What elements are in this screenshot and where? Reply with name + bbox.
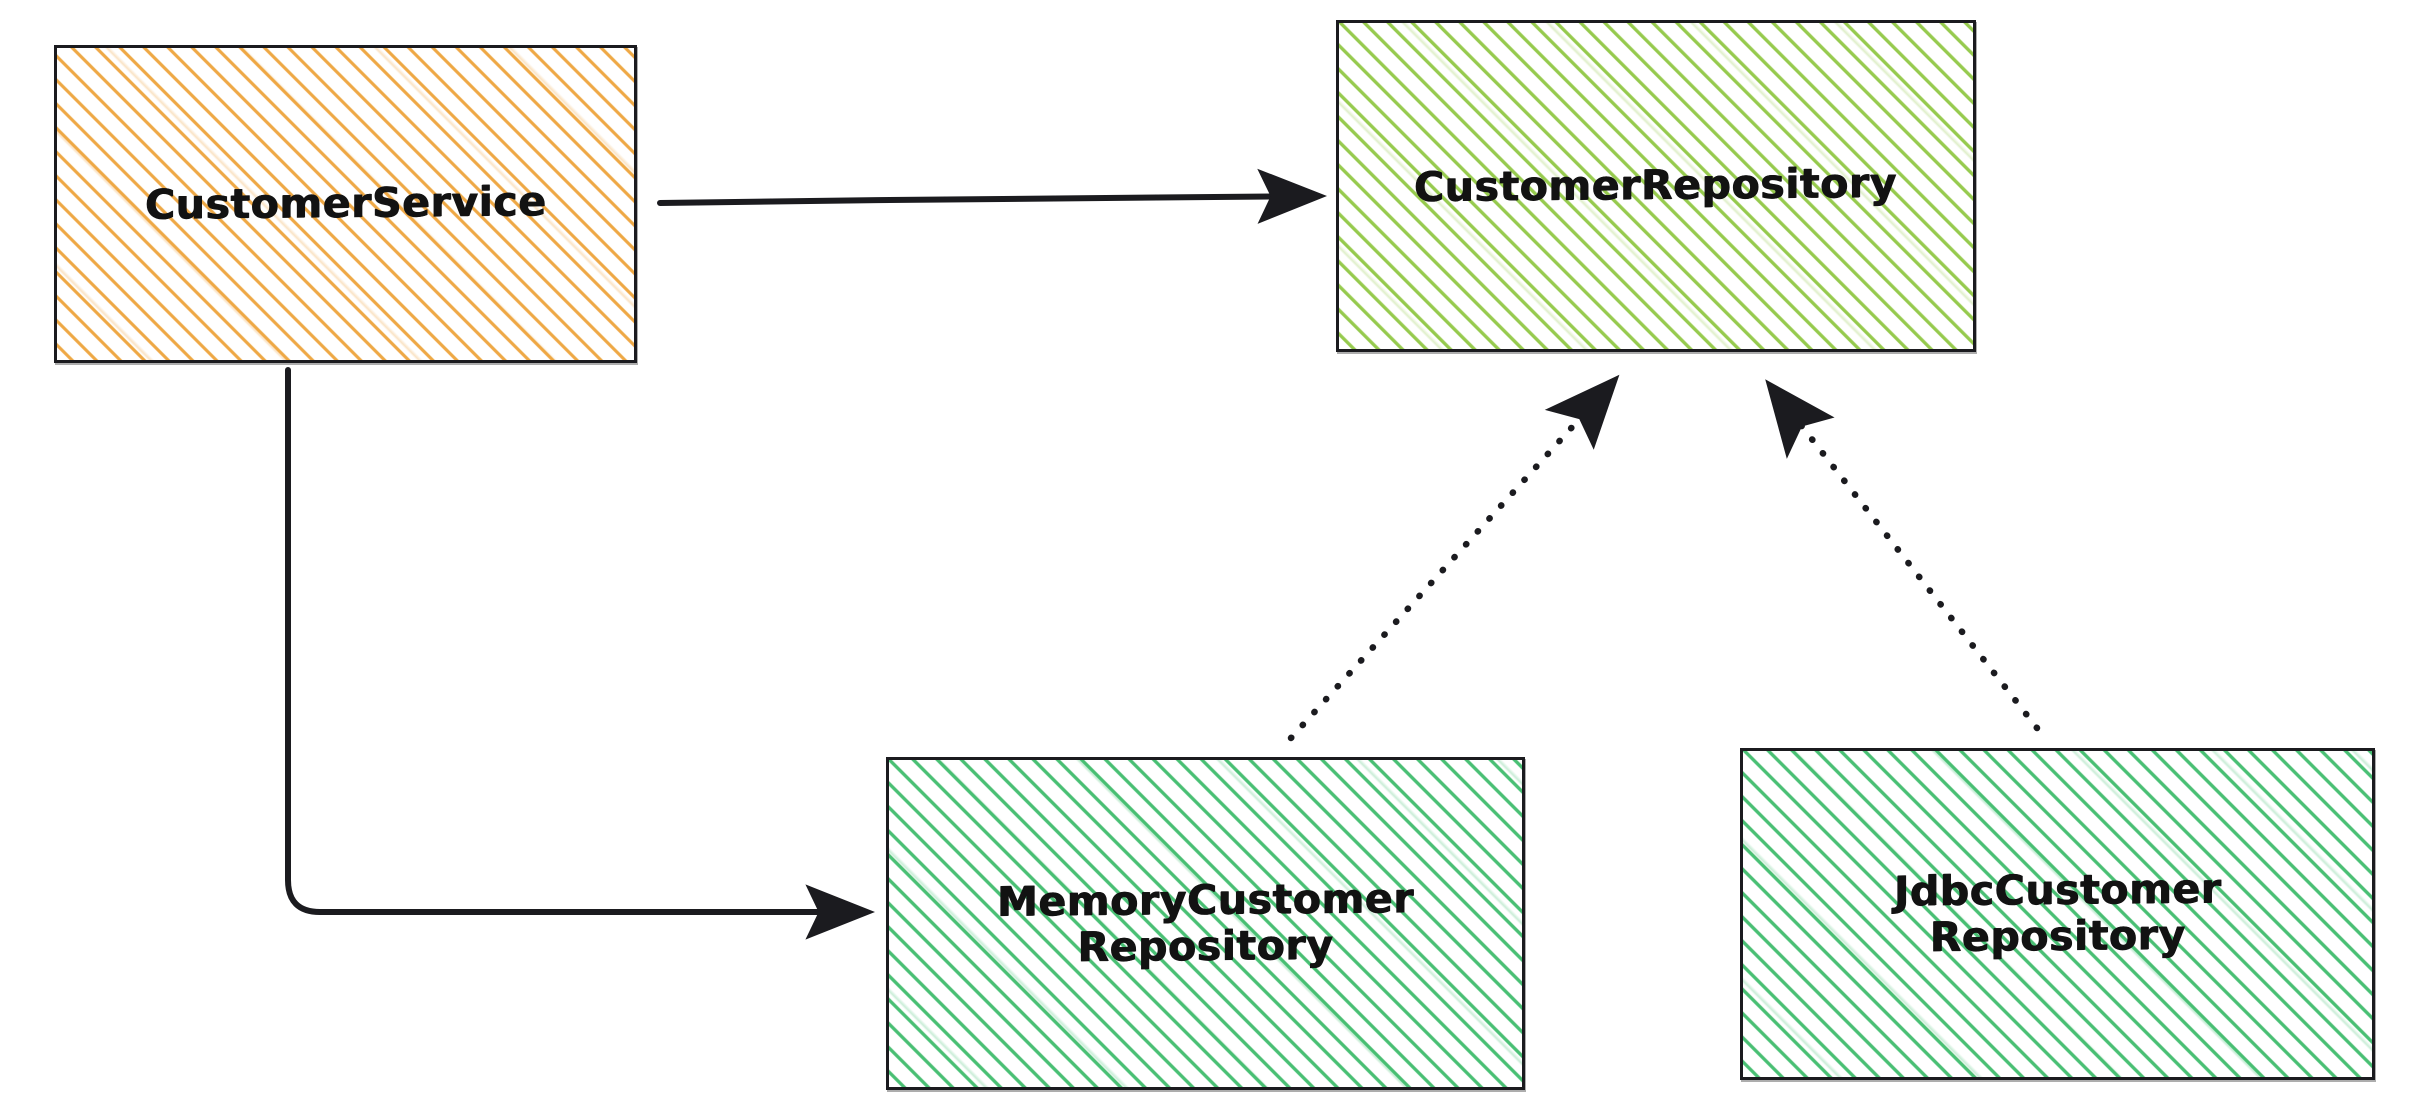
- node-memory-customer-repository[interactable]: MemoryCustomer Repository: [886, 757, 1525, 1090]
- node-customer-service[interactable]: CustomerService: [54, 45, 637, 363]
- edge-service-to-repository: [657, 168, 1327, 224]
- node-memory-customer-repository-label: MemoryCustomer Repository: [996, 873, 1415, 971]
- edge-memory-implements-repository: [1287, 374, 1620, 742]
- node-jdbc-customer-repository-label: JdbcCustomer Repository: [1893, 864, 2222, 962]
- edge-service-to-memory-repository: [285, 367, 875, 940]
- edge-jdbc-implements-repository: [1765, 379, 2041, 732]
- node-customer-service-label: CustomerService: [144, 177, 547, 229]
- node-customer-repository[interactable]: CustomerRepository: [1336, 20, 1976, 352]
- node-customer-repository-label: CustomerRepository: [1414, 158, 1898, 212]
- node-jdbc-customer-repository[interactable]: JdbcCustomer Repository: [1740, 748, 2375, 1080]
